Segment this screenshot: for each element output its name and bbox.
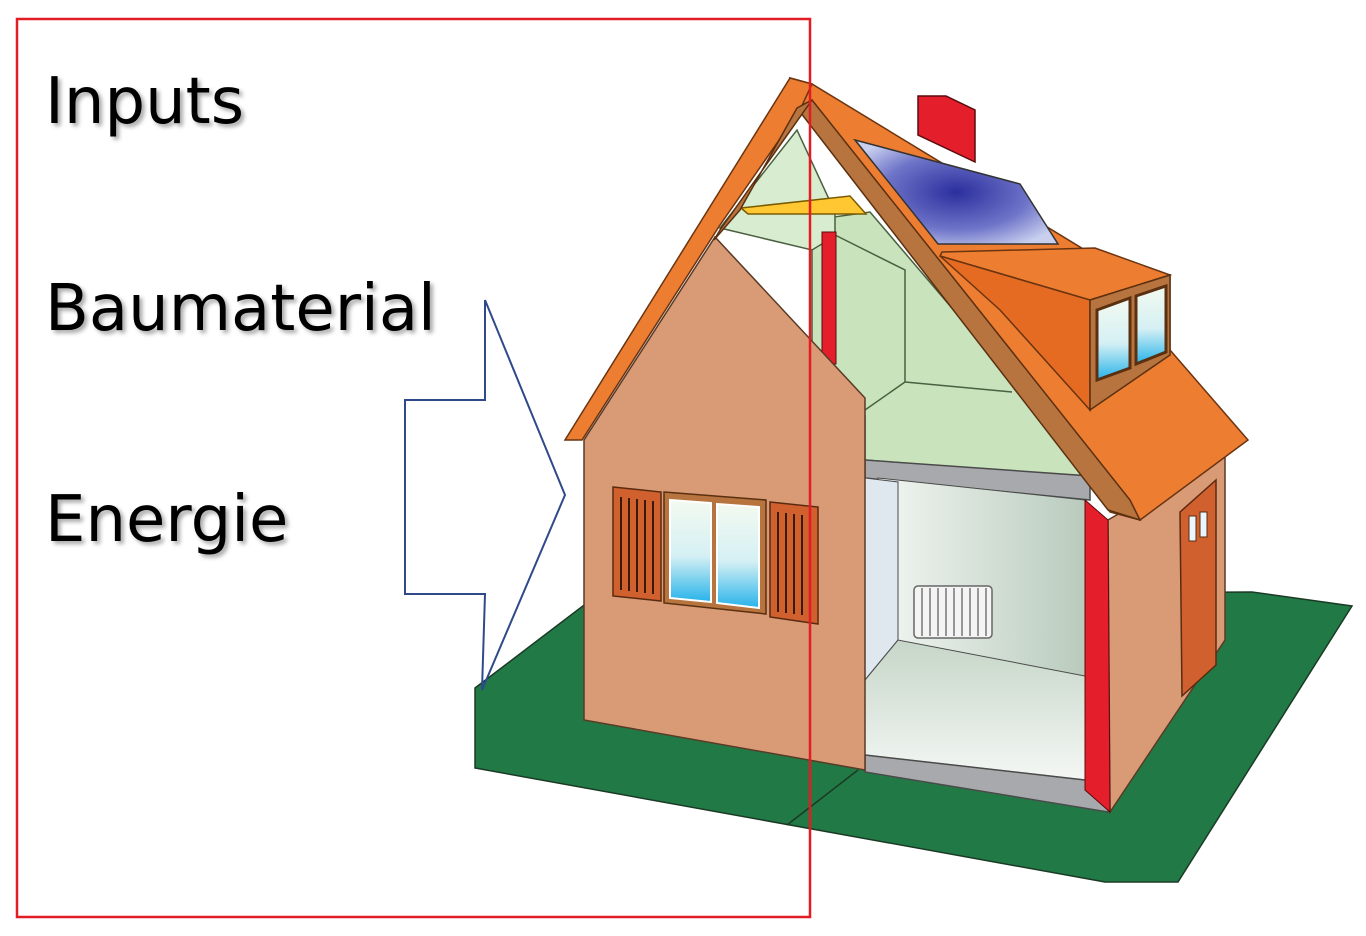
ceiling-beam [739, 195, 868, 215]
door-window-right [1199, 511, 1208, 538]
highlight-frame [15, 17, 812, 919]
door-window-left [1188, 515, 1197, 542]
front-window-right-pane [716, 502, 760, 610]
radiator [913, 585, 993, 639]
front-window-left-pane [669, 498, 712, 604]
brace-arrow [404, 299, 567, 691]
building-material-label: Baumaterial [45, 272, 436, 346]
shutter-left [612, 486, 662, 602]
ground-seam [786, 769, 859, 826]
wall-insulation [1084, 498, 1111, 814]
chimney [917, 95, 976, 164]
energy-label: Energie [45, 483, 289, 557]
roof-left-slope [563, 77, 814, 441]
door [1179, 478, 1217, 698]
attic-gable-interior [718, 128, 836, 251]
attic-edges [834, 234, 906, 411]
solar-panel [852, 138, 1060, 245]
chimney-flue [821, 231, 837, 365]
dormer-window-right [1134, 283, 1168, 367]
inputs-heading: Inputs [45, 65, 245, 139]
dormer-window-left [1095, 295, 1132, 383]
